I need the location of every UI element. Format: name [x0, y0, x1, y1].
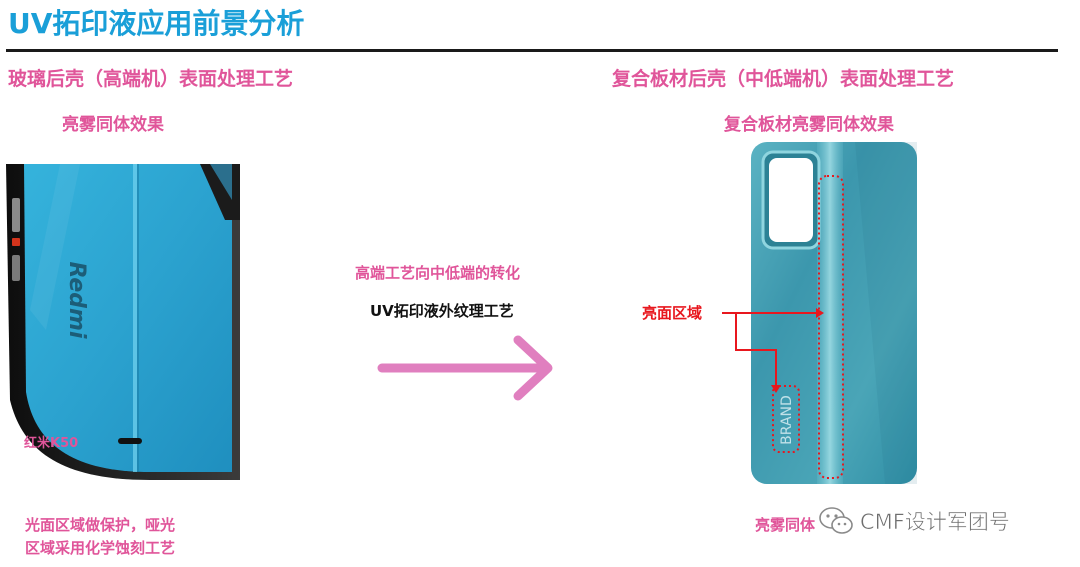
phone-brand-logo: Redmi — [64, 262, 89, 339]
phone-model-label: 红米K50 — [24, 436, 79, 451]
composite-back-cover-image: BRAND — [751, 142, 917, 484]
watermark-text: CMF设计军团号 — [860, 510, 1010, 535]
transition-label: 高端工艺向中低端的转化 — [355, 264, 521, 282]
title-divider — [6, 49, 1058, 52]
wechat-icon — [819, 507, 853, 534]
bright-area-label: 亮面区域 — [642, 304, 703, 322]
right-bottom-caption: 亮雾同体 — [755, 516, 816, 534]
right-arrow-icon — [377, 335, 553, 401]
watermark: CMF设计军团号 — [818, 506, 1010, 536]
redmi-phone-image: Redmi — [6, 164, 240, 480]
page-title: UV拓印液应用前景分析 — [8, 7, 305, 40]
left-process-note: 光面区域做保护，哑光 区域采用化学蚀刻工艺 — [25, 514, 255, 560]
note-line-1: 光面区域做保护，哑光 — [25, 516, 176, 534]
left-heading: 玻璃后壳（高端机）表面处理工艺 — [8, 68, 294, 90]
left-subheading: 亮雾同体效果 — [62, 115, 164, 135]
right-heading: 复合板材后壳（中低端机）表面处理工艺 — [612, 68, 955, 90]
process-label: UV拓印液外纹理工艺 — [370, 302, 514, 320]
note-line-2: 区域采用化学蚀刻工艺 — [25, 539, 176, 557]
cover-brand-text: BRAND — [779, 395, 795, 445]
right-subheading: 复合板材亮雾同体效果 — [724, 115, 894, 135]
